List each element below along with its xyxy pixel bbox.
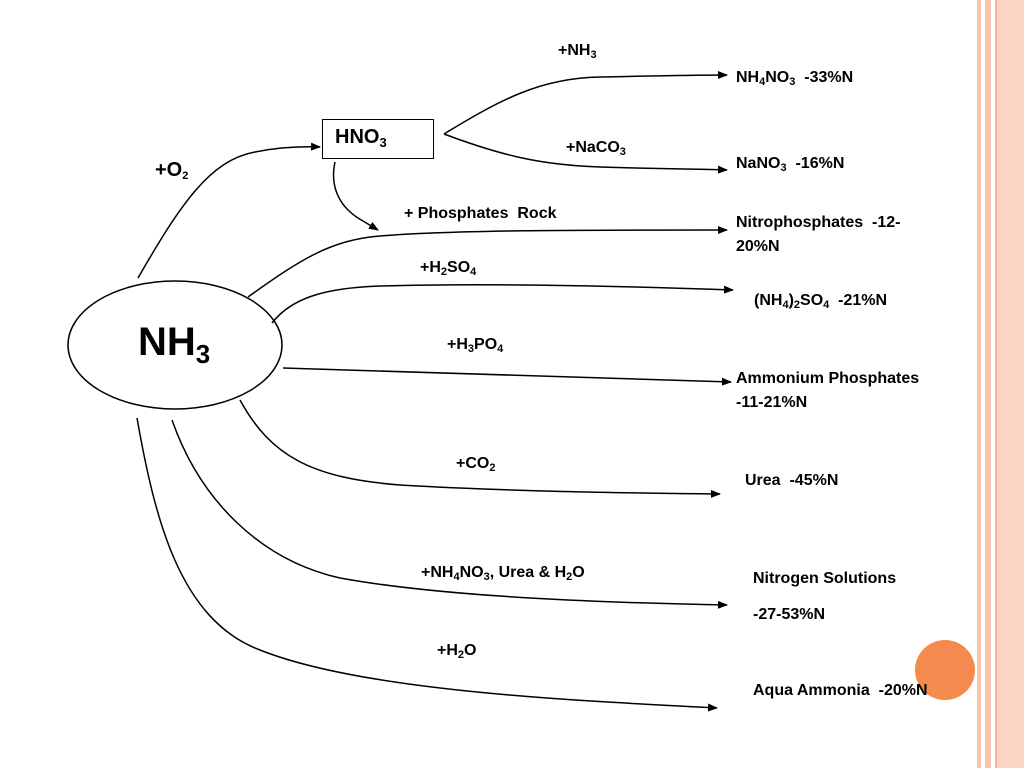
arrow-hno3-to-nh4no3 xyxy=(443,71,728,135)
edge-band-1 xyxy=(977,0,981,768)
product-ammonium-nitrate: NH4NO3 -33%N xyxy=(736,69,854,88)
reagent-phosphate-rock: + Phosphates Rock xyxy=(404,205,557,222)
decorative-orange-circle xyxy=(915,640,975,700)
nh3-center-label: NH3 xyxy=(138,320,211,369)
arrow-nitrophosphates xyxy=(247,226,728,298)
arrow-ammonium-sulfate xyxy=(271,284,734,324)
edge-band-3 xyxy=(995,0,1024,768)
reagent-o2: +O2 xyxy=(155,159,189,182)
product-ammonium-phosphates: Ammonium Phosphates-11-21%N xyxy=(736,370,920,411)
product-nitrogen-solutions: Nitrogen Solutions-27-53%N xyxy=(753,570,897,623)
arrow-nitrogen-solutions xyxy=(171,419,728,609)
reagent-nh3: +NH3 xyxy=(558,42,597,61)
reagent-solutions: +NH4NO3, Urea & H2O xyxy=(421,564,585,583)
arrow-hno3-to-rock xyxy=(332,161,379,231)
reagent-h3po4: +H3PO4 xyxy=(447,336,504,355)
hno3-box: HNO3 xyxy=(322,119,434,159)
product-aqua-ammonia: Aqua Ammonia -20%N xyxy=(753,682,928,699)
reagent-co2: +CO2 xyxy=(456,455,496,474)
arrow-aqua-ammonia xyxy=(136,417,718,712)
hno3-label: HNO3 xyxy=(335,126,387,150)
arrow-urea xyxy=(239,399,721,498)
arrow-o2 xyxy=(137,142,321,279)
reagent-naco3: +NaCO3 xyxy=(566,139,626,158)
product-nitrophosphates: Nitrophosphates -12-20%N xyxy=(736,214,901,255)
arrow-hno3-to-nano3 xyxy=(443,133,728,174)
product-ammonium-sulfate: (NH4)2SO4 -21%N xyxy=(754,292,888,311)
reagent-h2so4: +H2SO4 xyxy=(420,259,477,278)
edge-band-2 xyxy=(985,0,991,768)
product-urea: Urea -45%N xyxy=(745,472,839,489)
arrow-ammonium-phosphates xyxy=(282,367,732,386)
product-sodium-nitrate: NaNO3 -16%N xyxy=(736,155,845,174)
nh3-ellipse xyxy=(67,280,283,410)
reagent-h2o: +H2O xyxy=(437,642,477,661)
